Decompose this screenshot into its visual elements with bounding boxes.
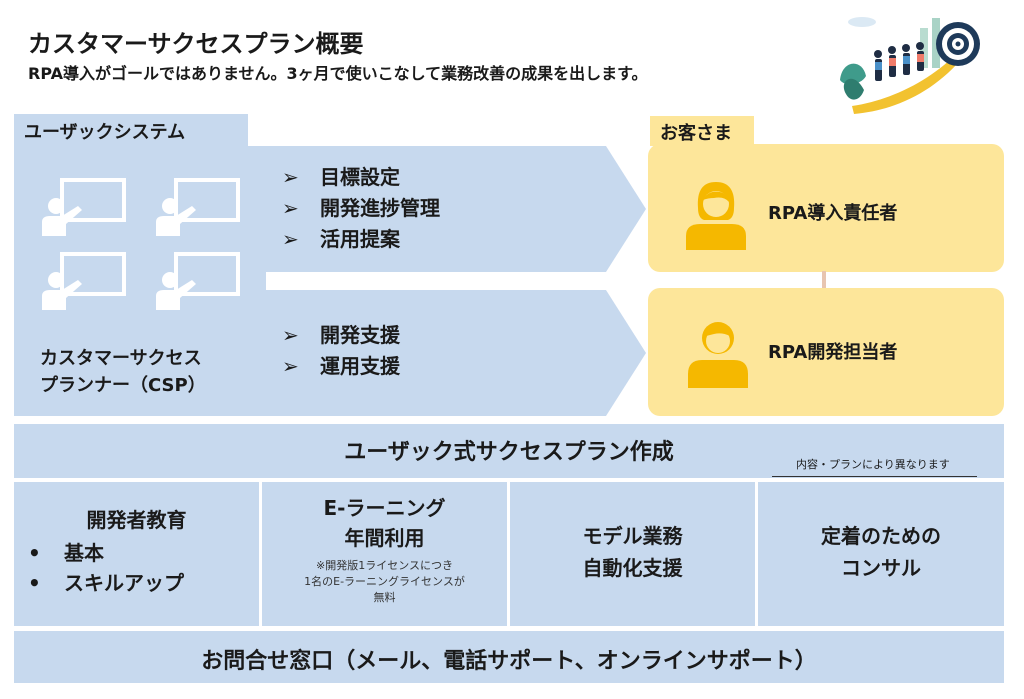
list-item: スキルアップ (64, 571, 184, 595)
presenter-icon (156, 252, 240, 310)
plan-title: ユーザック式サクセスプラン作成 (344, 440, 674, 465)
contact-label: お問合せ窓口（メール、電話サポート、オンラインサポート） (201, 649, 817, 674)
bullet-arrow-icon: ➢ (282, 227, 299, 251)
elearning-note-line1: ※開発版1ライセンスにつき (316, 559, 453, 572)
page-title: カスタマーサクセスプラン概要 (28, 30, 364, 58)
service-elearning: E-ラーニング 年間利用 ※開発版1ライセンスにつき 1名のE-ラーニングライセ… (262, 482, 507, 626)
connector-line (822, 271, 826, 289)
bullet-arrow-icon: ➢ (282, 323, 299, 347)
list-item: 基本 (64, 541, 104, 565)
role-manager: RPA導入責任者 (768, 203, 898, 224)
man-person-icon (688, 322, 748, 388)
service-consulting: 定着のための コンサル (758, 482, 1004, 626)
bullet-arrow-icon: ➢ (282, 165, 299, 189)
flow-arrows (248, 146, 646, 416)
service-automation: モデル業務 自動化支援 (510, 482, 755, 626)
plan-note-underline (772, 476, 977, 477)
customer-tab: お客さま (650, 116, 754, 146)
system-tab: ユーザックシステム (14, 114, 248, 146)
automation-line2: 自動化支援 (582, 556, 683, 580)
consulting-line2: コンサル (841, 556, 921, 580)
bullet-dot-icon: • (28, 541, 41, 565)
arrow-lower (248, 290, 646, 416)
elearning-note-line3: 無料 (373, 591, 396, 604)
list-item: 活用提案 (320, 227, 400, 251)
bullet-arrow-icon: ➢ (282, 354, 299, 378)
support-list-lower: ➢ 開発支援 ➢ 運用支援 (282, 320, 400, 382)
service-education: 開発者教育 • 基本 • スキルアップ (14, 482, 259, 626)
education-title: 開発者教育 (86, 508, 187, 532)
list-item: 運用支援 (320, 354, 400, 378)
consulting-line1: 定着のための (821, 524, 941, 548)
support-list-upper: ➢ 目標設定 ➢ 開発進捗管理 ➢ 活用提案 (282, 162, 440, 255)
list-item: 開発進捗管理 (320, 196, 440, 220)
presenter-icon (42, 252, 126, 310)
customer-label: お客さま (660, 123, 732, 144)
bullet-arrow-icon: ➢ (282, 196, 299, 220)
list-item: 目標設定 (320, 165, 400, 189)
automation-line1: モデル業務 (582, 524, 683, 548)
role-developer: RPA開発担当者 (768, 342, 898, 363)
customer-card-developer: RPA開発担当者 (648, 288, 1004, 416)
system-label: ユーザックシステム (24, 122, 186, 143)
teamwork-illustration (840, 17, 980, 114)
csp-caption: カスタマーサクセス プランナー（CSP） (40, 345, 260, 399)
plan-note: 内容・プランにより異なります (796, 458, 950, 471)
elearning-title-line2: 年間利用 (344, 526, 425, 550)
csp-caption-line1: カスタマーサクセス (40, 348, 202, 369)
csp-caption-line2: プランナー（CSP） (40, 375, 206, 396)
bullet-dot-icon: • (28, 571, 41, 595)
elearning-title-line1: E-ラーニング (323, 496, 446, 520)
elearning-note-line2: 1名のE-ラーニングライセンスが (304, 575, 465, 588)
plan-bar: ユーザック式サクセスプラン作成 内容・プランにより異なります (14, 424, 1004, 478)
customer-card-manager: RPA導入責任者 (648, 144, 1004, 272)
list-item: 開発支援 (320, 323, 400, 347)
woman-person-icon (686, 182, 746, 250)
presenter-icon (42, 178, 126, 236)
page-subtitle: RPA導入がゴールではありません。3ヶ月で使いこなして業務改善の成果を出します。 (28, 64, 648, 83)
arrow-upper (248, 146, 646, 272)
presenter-icon (156, 178, 240, 236)
contact-bar: お問合せ窓口（メール、電話サポート、オンラインサポート） (14, 631, 1004, 683)
